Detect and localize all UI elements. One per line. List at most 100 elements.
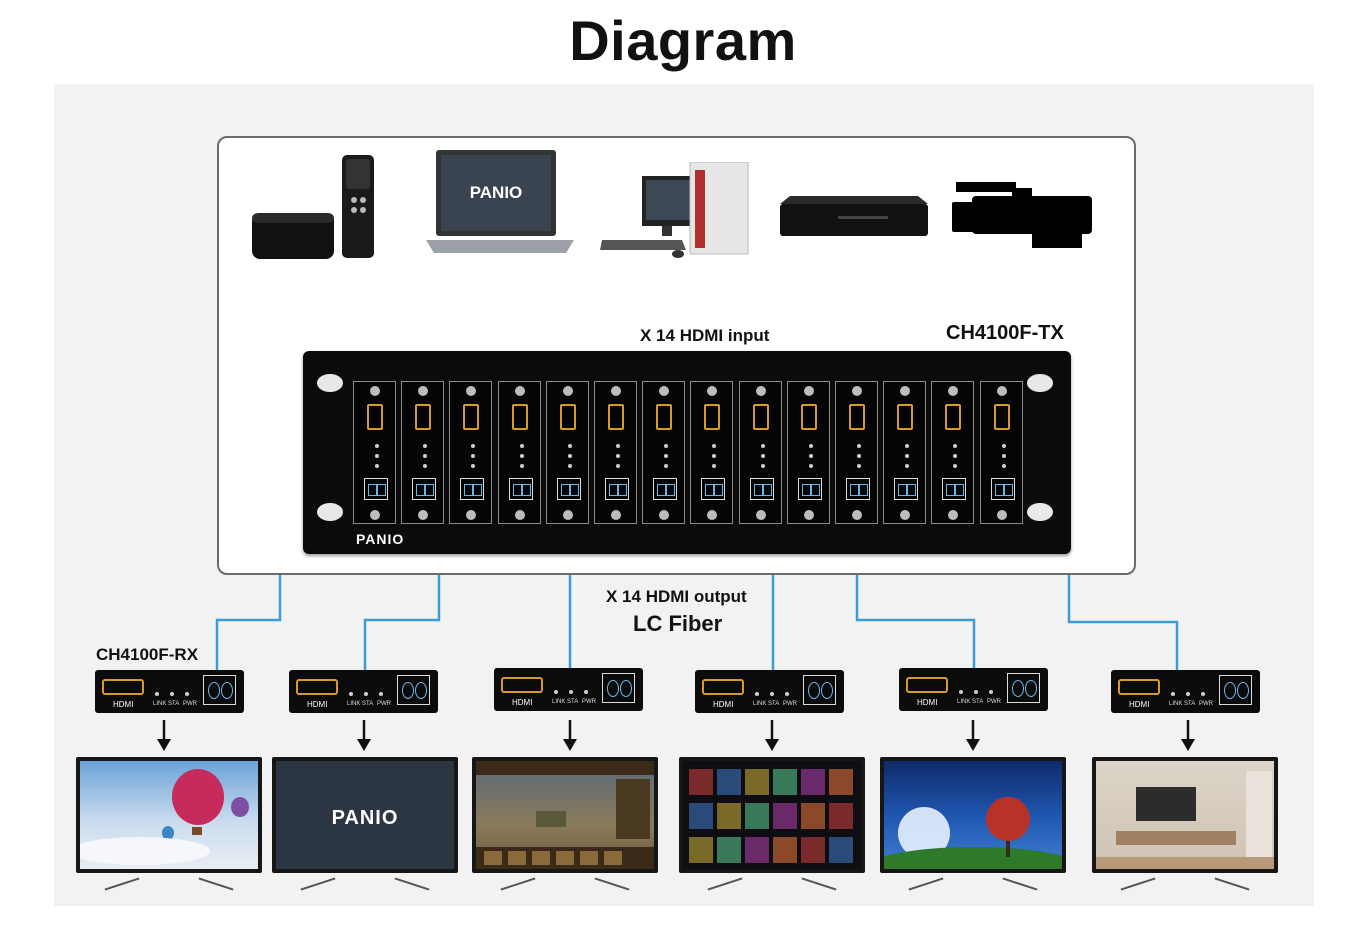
arrow-to-tv-1 xyxy=(157,720,171,751)
hdmi-port-icon xyxy=(849,404,865,430)
led-indicator xyxy=(953,464,958,468)
video-camera-icon xyxy=(952,182,1092,248)
screw-icon xyxy=(418,510,429,520)
led-indicator xyxy=(857,454,861,458)
screw-icon xyxy=(996,510,1007,520)
tv-panio-logo: PANIO xyxy=(272,757,458,891)
led-indicator xyxy=(471,444,476,448)
hdmi-port-icon xyxy=(559,404,576,430)
hdmi-port-label: HDMI xyxy=(307,700,328,709)
led-label: LINK xyxy=(1169,701,1183,707)
lc-fiber-port-icon xyxy=(605,478,629,500)
led-indicator xyxy=(905,454,910,458)
led-indicator xyxy=(760,444,765,448)
screw-icon xyxy=(562,386,573,396)
tx-model-label: CH4100F-TX xyxy=(946,322,1064,344)
hdmi-port-label: HDMI xyxy=(917,698,938,707)
hdmi-port-icon xyxy=(752,404,769,430)
led-indicator xyxy=(953,444,958,448)
led-indicator xyxy=(905,464,910,468)
led-indicator xyxy=(519,454,524,458)
hdmi-port-icon xyxy=(945,404,962,430)
screw-icon xyxy=(707,510,718,520)
hdmi-port-label: HDMI xyxy=(113,700,134,709)
screw-icon xyxy=(755,510,766,520)
led-label: PWR xyxy=(1199,701,1213,707)
rx-model-label: CH4100F-RX xyxy=(96,645,199,664)
tx-rack-unit: PANIO xyxy=(303,351,1071,554)
hdmi-output-label: X 14 HDMI output xyxy=(606,587,747,606)
led-indicator xyxy=(155,692,159,696)
tx-module-card xyxy=(738,381,782,524)
tx-module-card xyxy=(642,381,686,524)
led-indicator xyxy=(584,690,588,694)
screw-icon xyxy=(418,386,429,396)
hdmi-port-icon xyxy=(702,679,744,695)
hdmi-port-label: HDMI xyxy=(713,700,734,709)
led-indicator xyxy=(423,444,428,448)
lc-fiber-port-icon xyxy=(556,478,581,500)
led-indicator xyxy=(1001,464,1006,468)
arrow-to-tv-5 xyxy=(966,720,980,751)
led-label: LINK xyxy=(957,699,971,705)
screw-icon xyxy=(611,386,621,396)
lc-fiber-label: LC Fiber xyxy=(633,611,723,636)
led-indicator xyxy=(375,464,379,468)
tv-streaming-menu xyxy=(679,757,865,891)
apple-tv-icon xyxy=(252,155,374,259)
lc-fiber-port-icon xyxy=(942,478,967,500)
tv-brand-logo: PANIO xyxy=(331,807,399,829)
screw-icon xyxy=(611,510,621,520)
tx-module-card xyxy=(883,381,927,524)
tv-tree-night xyxy=(880,757,1066,891)
led-indicator xyxy=(1171,692,1175,696)
tv-game xyxy=(472,757,658,891)
hdmi-port-icon xyxy=(367,404,383,430)
desktop-pc-icon xyxy=(600,162,749,258)
led-label: STA xyxy=(972,699,984,705)
rack-mount-hole xyxy=(317,374,343,392)
screw-icon xyxy=(852,510,862,520)
led-indicator xyxy=(616,444,620,448)
led-label: STA xyxy=(1184,701,1196,707)
lc-fiber-port-icon xyxy=(894,478,919,500)
led-label: STA xyxy=(768,701,780,707)
led-indicator xyxy=(379,692,383,696)
screw-icon xyxy=(948,510,959,520)
screw-icon xyxy=(466,386,477,396)
lc-fiber-port-icon xyxy=(602,673,635,703)
led-indicator xyxy=(664,464,669,468)
fiber-line-6 xyxy=(1067,573,1179,672)
led-indicator xyxy=(959,690,963,694)
led-label: STA xyxy=(168,701,180,707)
lc-fiber-port-icon xyxy=(203,675,236,705)
screw-icon xyxy=(370,510,380,520)
led-indicator xyxy=(185,692,189,696)
led-indicator xyxy=(755,692,759,696)
led-indicator xyxy=(760,454,765,458)
tx-module-card xyxy=(545,381,589,524)
lc-fiber-port-icon xyxy=(508,478,533,500)
fiber-line-1 xyxy=(215,573,282,672)
arrow-to-tv-4 xyxy=(765,720,779,751)
lc-fiber-port-icon xyxy=(797,478,822,500)
led-indicator xyxy=(785,692,789,696)
screw-icon xyxy=(852,386,862,396)
led-indicator xyxy=(760,464,765,468)
hdmi-port-icon xyxy=(906,677,948,693)
led-indicator xyxy=(712,444,717,448)
led-indicator xyxy=(567,454,572,458)
hdmi-port-icon xyxy=(296,679,338,695)
rack-mount-hole xyxy=(1027,374,1053,392)
rack-mount-hole xyxy=(1027,503,1053,521)
lc-fiber-port-icon xyxy=(749,478,774,500)
led-indicator xyxy=(349,692,353,696)
led-indicator xyxy=(857,464,861,468)
lc-fiber-port-icon xyxy=(397,675,430,705)
tx-module-card xyxy=(401,381,445,524)
